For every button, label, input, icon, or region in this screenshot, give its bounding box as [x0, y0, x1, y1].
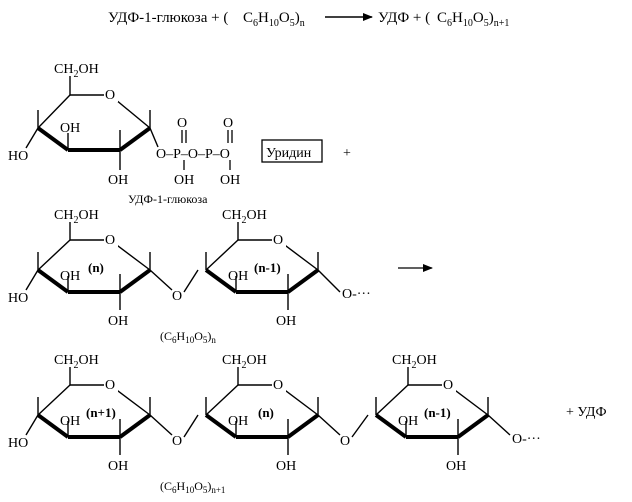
chain-end: O-··· [512, 432, 541, 447]
hydroxyl-mid: OH [60, 269, 80, 284]
equation-right-polymer: C6H10O5)n+1 [437, 10, 509, 29]
hydroxyl-left: HO [8, 436, 28, 451]
hydroxyl-bottom: OH [446, 459, 466, 474]
phosphate2-oxo: O [223, 116, 233, 131]
equation-left-reactant: УДФ-1-глюкоза + ( [108, 10, 228, 26]
chain-end: O-··· [342, 287, 371, 302]
hydroxyl-bottom: OH [108, 314, 128, 329]
uridine-box [261, 139, 323, 163]
hydroxyl-bottom: OH [276, 459, 296, 474]
polymer-n-unit1: O CH2OH HO OH OH (n) [8, 208, 173, 329]
hydroxyl-mid: OH [228, 269, 248, 284]
phosphate-chain-text: O–P–O–P–O [156, 147, 230, 162]
ch2oh-group: CH2OH [222, 353, 267, 371]
polymer-n-unit2: O CH2OH OH OH (n-1) [204, 208, 341, 329]
diphosphate-chain: O–P–O–P–O O OH O OH Уридин + [156, 116, 351, 188]
ch2oh-group: CH2OH [222, 208, 267, 226]
hydroxyl-mid: OH [60, 121, 80, 136]
hydroxyl-bottom: OH [108, 173, 128, 188]
hydroxyl-mid: OH [398, 414, 418, 429]
hydroxyl-left: HO [8, 149, 28, 164]
phosphate1-oxo: O [177, 116, 187, 131]
plus-sign: + [343, 146, 351, 161]
polymer-n1-unit1: O CH2OH HO OH OH (n+1) [8, 353, 173, 474]
unit-label: (n) [88, 260, 104, 275]
ch2oh-group: CH2OH [392, 353, 437, 371]
equation-right-udp: УДФ + ( [378, 10, 430, 26]
phosphate1-hydroxyl: OH [174, 173, 194, 188]
ring-oxygen: O [105, 378, 115, 393]
ring-oxygen: O [273, 378, 283, 393]
udp-glucose-structure: O CH2OH HO OH OH O–P–O–P–O O OH O OH Ури… [8, 62, 351, 206]
uridine-label: Уридин [266, 146, 312, 161]
polymer-n-structure: O CH2OH HO OH OH (n) O O CH2OH OH [8, 208, 433, 345]
glycosidic-oxygen: O [340, 434, 350, 449]
ring-oxygen: O [105, 88, 115, 103]
unit-label: (n+1) [86, 405, 116, 420]
hydroxyl-bottom: OH [108, 459, 128, 474]
unit-label: (n-1) [424, 405, 451, 420]
hydroxyl-left: HO [8, 291, 28, 306]
glucose-ring: O CH2OH HO OH OH [8, 62, 159, 188]
polymer-n1-unit2: O CH2OH OH OH (n) [204, 353, 341, 474]
glycosidic-oxygen: O [172, 289, 182, 304]
equation-left-polymer: C6H10O5)n [243, 10, 305, 29]
polymer-n1-caption: (C6H10O5)n+1 [160, 479, 225, 495]
hydroxyl-bottom: OH [276, 314, 296, 329]
unit-label: (n) [258, 405, 274, 420]
polymer-n1-unit3: O CH2OH OH OH (n-1) [374, 353, 511, 474]
ring-oxygen: O [273, 233, 283, 248]
unit-label: (n-1) [254, 260, 281, 275]
ch2oh-group: CH2OH [54, 353, 99, 371]
polymer-n1-structure: O CH2OH HO OH OH (n+1) O O CH2OH OH [8, 353, 607, 495]
ring-oxygen: O [105, 233, 115, 248]
hydroxyl-mid: OH [60, 414, 80, 429]
ring-oxygen: O [443, 378, 453, 393]
phosphate2-hydroxyl: OH [220, 173, 240, 188]
reaction-equation: УДФ-1-глюкоза + ( C6H10O5)n УДФ + ( C6H1… [108, 10, 509, 29]
ch2oh-group: CH2OH [54, 208, 99, 226]
glycosidic-oxygen: O [172, 434, 182, 449]
polymer-n-caption: (C6H10O5)n [160, 329, 216, 345]
product-udp: + УДФ [566, 405, 607, 420]
udp-glucose-caption: УДФ-1-глюкоза [128, 192, 208, 206]
hydroxyl-mid: OH [228, 414, 248, 429]
ch2oh-group: CH2OH [54, 62, 99, 80]
